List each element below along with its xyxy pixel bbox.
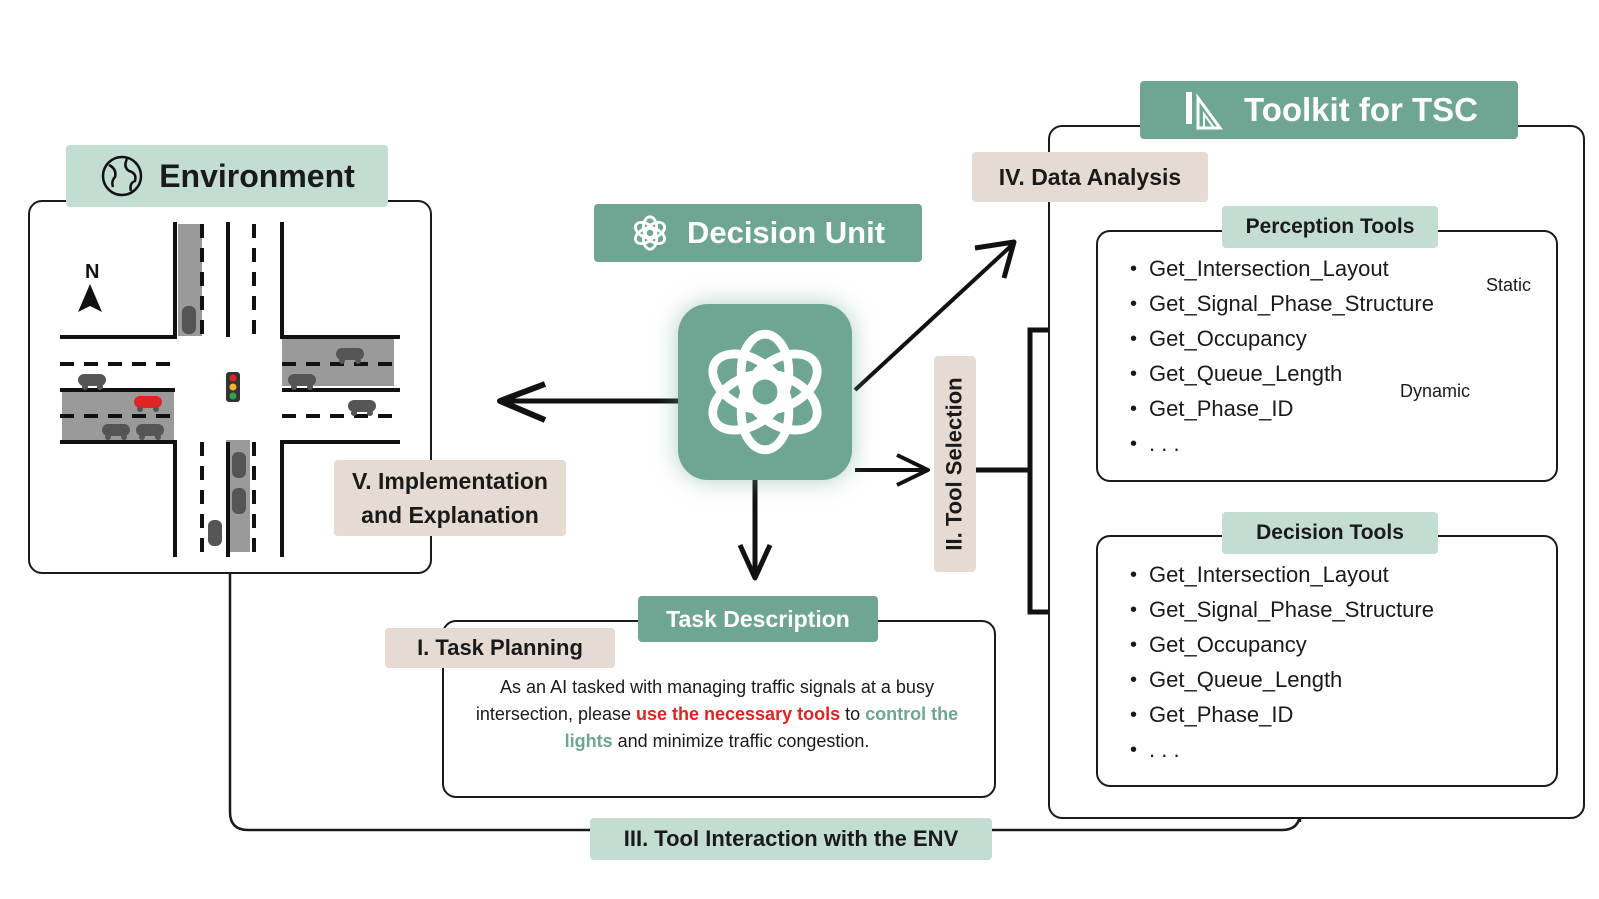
arrow-to-data-analysis bbox=[853, 243, 1014, 392]
environment-title-tag: Environment bbox=[66, 145, 388, 207]
list-item: Get_Occupancy bbox=[1130, 322, 1434, 357]
step-tool-selection: II. Tool Selection bbox=[934, 356, 976, 572]
tool-selection-label: II. Tool Selection bbox=[942, 377, 968, 551]
list-item: Get_Phase_ID bbox=[1130, 698, 1434, 733]
decision-tools-title-tag: Decision Tools bbox=[1222, 512, 1438, 554]
task-description-text: As an AI tasked with managing traffic si… bbox=[475, 677, 959, 751]
globe-icon bbox=[101, 155, 143, 197]
list-item: . . . bbox=[1130, 733, 1434, 768]
list-item: Get_Queue_Length bbox=[1130, 357, 1434, 392]
intersection-map: N bbox=[60, 222, 400, 557]
toolkit-title: Toolkit for TSC bbox=[1243, 91, 1479, 128]
static-label: Static bbox=[1486, 275, 1532, 295]
decision-unit-title-tag: Decision Unit bbox=[594, 204, 922, 262]
list-item: Get_Occupancy bbox=[1130, 628, 1434, 663]
list-item: Get_Intersection_Layout bbox=[1130, 252, 1434, 287]
step-tool-interaction: III. Tool Interaction with the ENV bbox=[590, 818, 992, 860]
highlight-tools: use the necessary tools bbox=[635, 704, 841, 724]
north-label: N bbox=[85, 261, 99, 283]
step-implementation: V. Implementation and Explanation bbox=[334, 460, 566, 536]
tool-interaction-label: III. Tool Interaction with the ENV bbox=[623, 826, 959, 851]
decision-unit-logo bbox=[678, 304, 852, 480]
environment-title: Environment bbox=[159, 157, 355, 194]
step-task-planning: I. Task Planning bbox=[385, 628, 615, 668]
implementation-line1: V. Implementation bbox=[352, 468, 548, 494]
perception-tools-title: Perception Tools bbox=[1245, 215, 1415, 238]
list-item: . . . bbox=[1130, 427, 1434, 462]
list-item: Get_Phase_ID bbox=[1130, 392, 1434, 427]
task-description-title-tag: Task Description bbox=[638, 596, 878, 642]
openai-logo-icon bbox=[633, 215, 666, 251]
car-icon bbox=[78, 306, 376, 546]
decision-unit-title: Decision Unit bbox=[686, 215, 886, 250]
step-data-analysis: IV. Data Analysis bbox=[972, 152, 1208, 202]
decision-tools-list: Get_Intersection_Layout Get_Signal_Phase… bbox=[1130, 558, 1434, 768]
highlight-control: control the lights bbox=[564, 704, 959, 751]
list-item: Get_Signal_Phase_Structure bbox=[1130, 287, 1434, 322]
list-item: Get_Signal_Phase_Structure bbox=[1130, 593, 1434, 628]
data-analysis-label: IV. Data Analysis bbox=[998, 163, 1182, 190]
north-arrow-icon: N bbox=[78, 261, 102, 312]
perception-tools-list: Get_Intersection_Layout Get_Signal_Phase… bbox=[1130, 252, 1434, 462]
list-item: Get_Queue_Length bbox=[1130, 663, 1434, 698]
implementation-line2: and Explanation bbox=[361, 502, 539, 528]
list-item: Get_Intersection_Layout bbox=[1130, 558, 1434, 593]
traffic-light-icon bbox=[226, 372, 240, 402]
task-planning-label: I. Task Planning bbox=[417, 635, 583, 660]
openai-logo-large-icon bbox=[708, 329, 822, 455]
perception-tools-title-tag: Perception Tools bbox=[1222, 206, 1438, 248]
dynamic-label: Dynamic bbox=[1400, 381, 1471, 401]
decision-tools-title: Decision Tools bbox=[1256, 521, 1404, 544]
task-description-title: Task Description bbox=[666, 605, 850, 632]
toolkit-title-tag: Toolkit for TSC bbox=[1140, 81, 1518, 139]
ruler-pencil-icon bbox=[1185, 92, 1223, 130]
